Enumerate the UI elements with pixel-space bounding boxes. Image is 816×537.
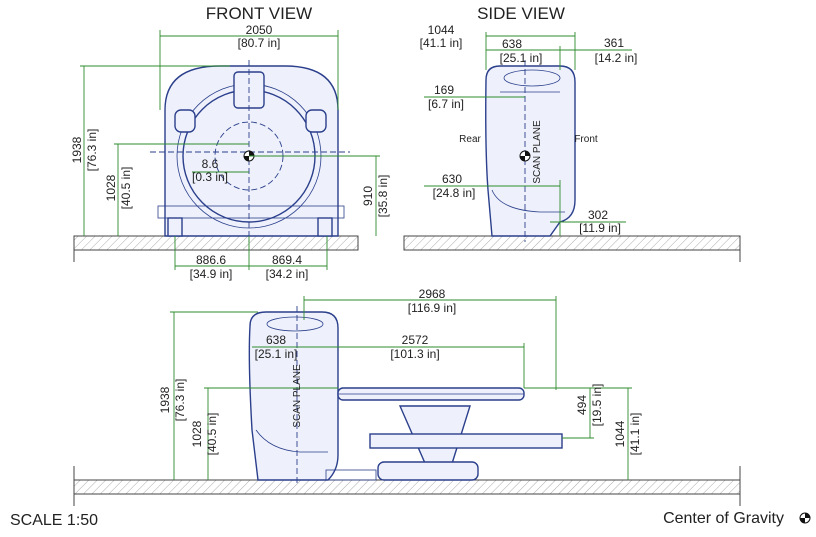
- side-view: 1044 [41.1 in] 638 [25.1 in] 361 [14.2 i…: [403, 23, 741, 262]
- bottom-table-in: [101.3 in]: [390, 347, 439, 361]
- front-offset-in: [0.3 in]: [192, 170, 228, 184]
- side-ground: [403, 235, 741, 251]
- bottom-scan-plane-label: SCAN PLANE: [292, 364, 303, 428]
- side-gantry-in: [25.1 in]: [500, 51, 543, 65]
- bottom-gantry-mm: 638: [266, 333, 286, 347]
- side-base-mm: 630: [442, 172, 462, 186]
- side-scan-mm: 169: [434, 83, 454, 97]
- side-depth-mm: 1044: [428, 23, 455, 37]
- front-left-mm: 886.6: [196, 253, 226, 267]
- bottom-gantry-in: [25.1 in]: [255, 347, 298, 361]
- front-ground: [73, 235, 359, 251]
- side-foot-in: [11.9 in]: [579, 221, 621, 235]
- bottom-gantry: [248, 311, 339, 481]
- side-scan-plane-label: SCAN PLANE: [532, 120, 543, 184]
- bottom-table-mm: 2572: [402, 333, 429, 347]
- side-depth-in: [41.1 in]: [420, 36, 463, 50]
- bottom-cog-mm: 1028: [190, 420, 204, 447]
- bottom-couch-mm: 494: [575, 395, 589, 415]
- side-front-label: Front: [574, 134, 598, 145]
- couch-lower-deck: [369, 433, 563, 449]
- front-width-in: [80.7 in]: [238, 36, 281, 50]
- front-view-title: FRONT VIEW: [206, 4, 312, 23]
- side-rear-label: Rear: [459, 134, 481, 145]
- scale-label: SCALE 1:50: [10, 512, 98, 529]
- front-right-mm: 869.4: [272, 253, 302, 267]
- bottom-couch-height-in: [41.1 in]: [628, 413, 642, 456]
- side-front-in: [14.2 in]: [595, 51, 638, 65]
- side-gantry-mm: 638: [502, 37, 522, 51]
- front-view: 2050 [80.7 in] 1938 [76.3 in] 1028 [40.5…: [70, 23, 390, 281]
- bottom-length-in: [116.9 in]: [408, 301, 456, 315]
- side-base-in: [24.8 in]: [433, 186, 476, 200]
- bottom-ground: [73, 479, 741, 495]
- front-right-in: [34.2 in]: [266, 267, 309, 281]
- front-width-mm: 2050: [246, 23, 273, 37]
- bottom-height-mm: 1938: [158, 386, 172, 413]
- front-offset-mm: 8.6: [202, 157, 219, 171]
- front-iso-in: [35.8 in]: [376, 175, 390, 218]
- side-front-mm: 361: [604, 36, 624, 50]
- cog-legend-label: Center of Gravity: [663, 510, 784, 527]
- cog-legend-icon: [799, 512, 811, 524]
- side-scan-in: [6.7 in]: [428, 97, 464, 111]
- bottom-couch-height-mm: 1044: [613, 420, 627, 447]
- bottom-height-in: [76.3 in]: [173, 379, 187, 422]
- bottom-cog-in: [40.5 in]: [205, 413, 219, 456]
- front-height-in: [76.3 in]: [85, 129, 99, 172]
- bottom-length-mm: 2968: [419, 287, 446, 301]
- front-cog-mm: 1028: [104, 174, 118, 201]
- bottom-couch-in: [19.5 in]: [590, 384, 604, 427]
- couch-base: [377, 461, 479, 481]
- side-foot-mm: 302: [588, 208, 608, 222]
- bottom-view: 2968 [116.9 in] 638 [25.1 in] 2572 [101.…: [73, 287, 741, 506]
- side-gantry-outline: [485, 65, 576, 237]
- front-cog-in: [40.5 in]: [119, 167, 133, 210]
- front-iso-mm: 910: [361, 186, 375, 206]
- front-left-in: [34.9 in]: [190, 267, 233, 281]
- side-view-title: SIDE VIEW: [477, 4, 565, 23]
- front-height-mm: 1938: [70, 136, 84, 163]
